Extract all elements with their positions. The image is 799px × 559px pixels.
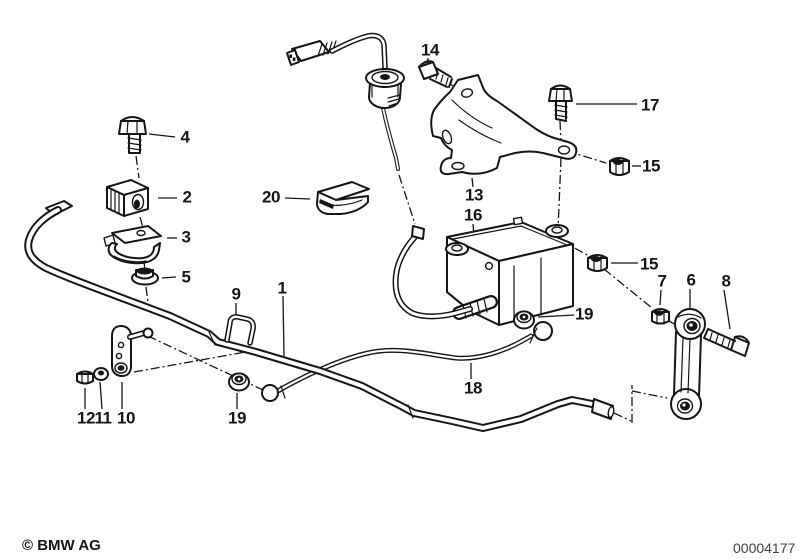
bushing-19a (228, 372, 250, 392)
part-callout-5: 5 (181, 267, 191, 287)
part-callout-16: 16 (464, 205, 482, 225)
part-callout-7: 7 (657, 271, 667, 291)
stabilizer-rubber-mount (106, 179, 149, 217)
bolt-14 (418, 60, 453, 88)
actuator-hose (396, 225, 470, 316)
drawing-number: 00004177 (733, 540, 796, 556)
cable-plug (286, 40, 337, 66)
part-callout-18: 18 (464, 378, 482, 398)
part-callout-15b: 15 (640, 254, 658, 274)
bushing-19b (513, 310, 535, 330)
part-callout-2: 2 (182, 187, 192, 207)
washer-11 (93, 367, 109, 381)
copyright-text: © BMW AG (22, 537, 101, 554)
part-callout-4: 4 (180, 127, 190, 147)
nut-12 (76, 370, 94, 385)
part-callout-3: 3 (181, 227, 191, 247)
mount-clamp-bracket (103, 225, 162, 265)
nut-7 (651, 308, 670, 325)
nut-5 (131, 267, 159, 286)
part-callout-9: 9 (231, 284, 241, 304)
bolt-17 (548, 84, 573, 122)
part-callout-20: 20 (262, 187, 280, 207)
connecting-rod (261, 321, 553, 402)
part-callout-6: 6 (686, 270, 696, 290)
part-callout-10: 10 (117, 408, 135, 428)
part-callout-11: 11 (94, 408, 112, 428)
part-callout-12: 12 (77, 408, 95, 428)
actuator-box (445, 216, 574, 326)
nut-15b (587, 254, 608, 272)
part-callout-8: 8 (721, 271, 731, 291)
lever-bracket (111, 325, 154, 377)
level-sensor (365, 68, 405, 109)
part-callout-19a: 19 (228, 408, 246, 428)
stabilizer-bar (28, 200, 615, 428)
part-callout-1: 1 (277, 278, 287, 298)
part-callout-14: 14 (421, 40, 439, 60)
bar-hook-clip (227, 317, 253, 343)
part-callout-13: 13 (465, 185, 483, 205)
leader-lines (84, 57, 731, 410)
mounting-bracket (430, 74, 578, 176)
bolt-8 (703, 328, 750, 357)
bolt-4 (118, 116, 147, 154)
part-callout-19b: 19 (575, 304, 593, 324)
nut-15a (609, 157, 630, 176)
retaining-clip (316, 181, 370, 215)
part-callout-15a: 15 (642, 156, 660, 176)
stabilizer-link (670, 308, 706, 420)
part-callout-17: 17 (641, 95, 659, 115)
